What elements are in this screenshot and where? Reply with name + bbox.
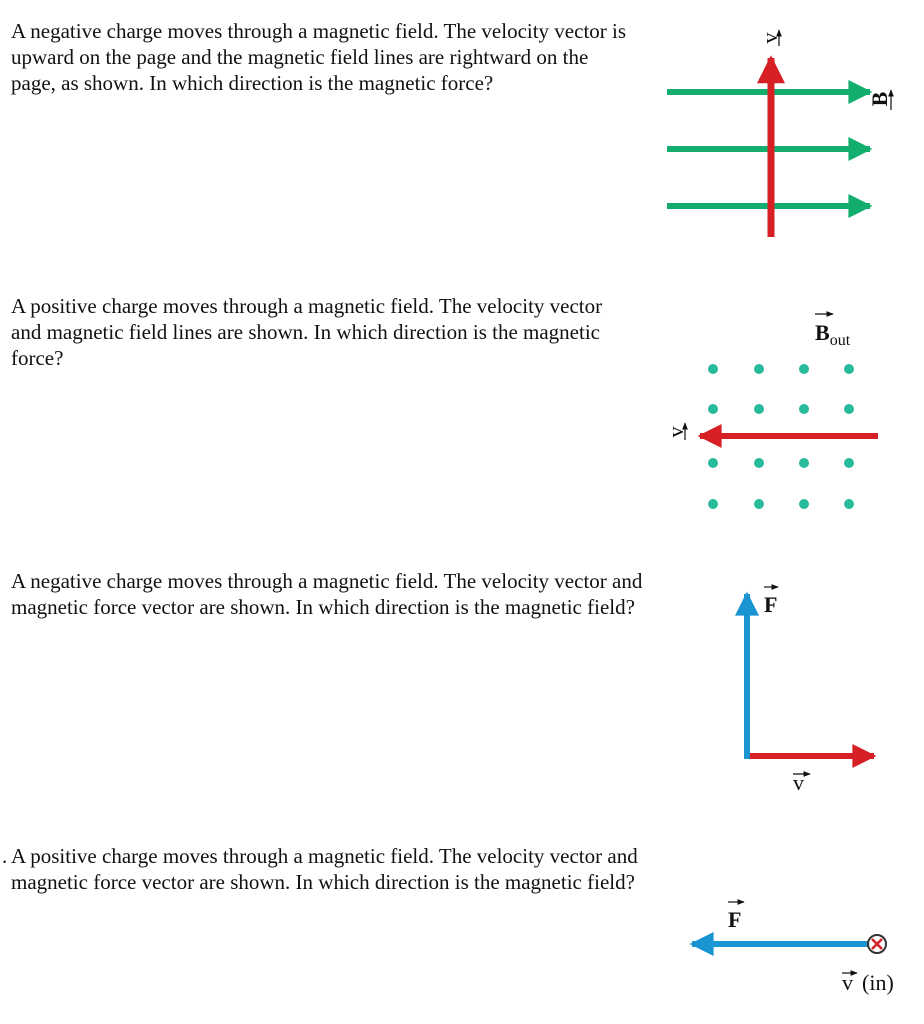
figure-2: v Bout <box>663 311 878 509</box>
svg-text:F: F <box>728 907 741 932</box>
svg-text:v: v <box>757 33 782 44</box>
figure-3: F v <box>735 584 877 795</box>
force-label: F <box>728 899 745 932</box>
velocity-label: v (in) <box>842 970 894 995</box>
figure-4: F v (in) <box>689 899 894 995</box>
svg-text:B: B <box>867 91 892 106</box>
question-1-text: A negative charge moves through a magnet… <box>11 19 627 95</box>
svg-text:(in): (in) <box>862 970 894 995</box>
field-out-dots <box>708 364 854 509</box>
field-label: Bout <box>815 311 851 349</box>
svg-text:v: v <box>663 427 688 438</box>
question-4-text: .A positive charge moves through a magne… <box>2 843 651 895</box>
velocity-into-page-icon <box>867 934 887 954</box>
velocity-label: v <box>663 422 688 440</box>
question-4-leading-mark: . <box>2 844 8 868</box>
svg-text:F: F <box>764 592 777 617</box>
svg-text:Bout: Bout <box>815 320 851 349</box>
field-label: B <box>867 89 894 110</box>
svg-text:v: v <box>793 770 804 795</box>
velocity-label: v <box>757 29 782 46</box>
force-label: F <box>764 584 779 617</box>
question-3-text: A negative charge moves through a magnet… <box>11 569 643 619</box>
question-4-body: A positive charge moves through a magnet… <box>11 844 638 894</box>
svg-text:v: v <box>842 970 853 995</box>
velocity-label: v <box>793 770 811 795</box>
question-2-text: A positive charge moves through a magnet… <box>11 294 603 370</box>
figure-1: v B <box>667 29 894 237</box>
